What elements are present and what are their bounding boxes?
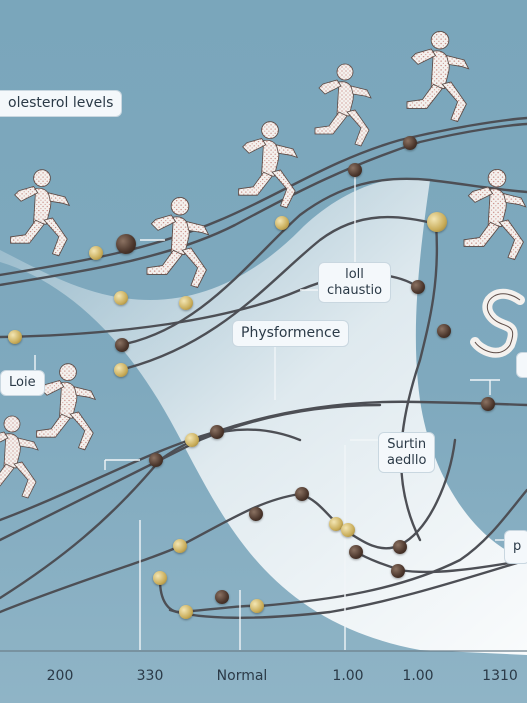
node <box>411 280 425 294</box>
node <box>179 296 193 310</box>
node <box>210 425 224 439</box>
label-left-small: Loie <box>0 370 45 396</box>
node <box>437 324 451 338</box>
node <box>114 291 128 305</box>
node <box>116 234 136 254</box>
label-physformence: Physformence <box>232 320 350 347</box>
label-right-line1: Surtin <box>387 437 427 452</box>
label-middle-line1: loll <box>345 267 364 282</box>
node <box>173 539 187 553</box>
runner-figure <box>0 415 39 499</box>
node <box>115 338 129 352</box>
node <box>403 136 417 150</box>
node <box>391 564 405 578</box>
curve-12 <box>354 550 527 574</box>
node <box>185 433 199 447</box>
node <box>295 487 309 501</box>
axis-tick: 1.00 <box>402 668 434 684</box>
node <box>8 330 22 344</box>
label-right-line2: aedllo <box>387 452 427 468</box>
node <box>89 246 103 260</box>
runner-figure <box>463 168 527 261</box>
label-far-right-top <box>516 352 527 378</box>
node <box>114 363 128 377</box>
curve-7 <box>0 403 382 542</box>
axis-tick: Normal <box>216 668 268 684</box>
node <box>250 599 264 613</box>
node <box>427 212 447 232</box>
node <box>348 163 362 177</box>
s-shape-icon <box>470 288 525 358</box>
axis-tick: 330 <box>136 668 164 684</box>
node <box>275 216 289 230</box>
node <box>149 453 163 467</box>
runner-figure <box>406 30 470 123</box>
axis-tick: 1.00 <box>332 668 364 684</box>
node <box>341 523 355 537</box>
runner-figure <box>146 196 210 289</box>
node <box>481 397 495 411</box>
curve-9 <box>0 438 457 614</box>
node <box>349 545 363 559</box>
node <box>329 517 343 531</box>
label-cholesterol-levels: olesterol levels <box>0 90 123 117</box>
curve-2 <box>0 122 527 287</box>
axis-tick: 200 <box>46 668 74 684</box>
runner-figure <box>237 121 298 209</box>
runner-figure <box>35 363 96 451</box>
node <box>393 540 407 554</box>
label-far-right-bottom: p <box>504 530 527 564</box>
node <box>179 605 193 619</box>
node <box>153 571 167 585</box>
label-middle-small: loll chaustio <box>318 262 392 304</box>
curve-11 <box>168 558 527 619</box>
runner-figure <box>314 63 372 147</box>
node <box>249 507 263 521</box>
curve-1 <box>0 116 527 277</box>
axis-tick: 1310 <box>482 668 518 684</box>
curve-3 <box>118 177 527 347</box>
runner-figure <box>9 169 70 257</box>
node <box>215 590 229 604</box>
label-middle-line2: chaustio <box>327 282 383 298</box>
label-right-small: Surtin aedllo <box>378 432 436 474</box>
